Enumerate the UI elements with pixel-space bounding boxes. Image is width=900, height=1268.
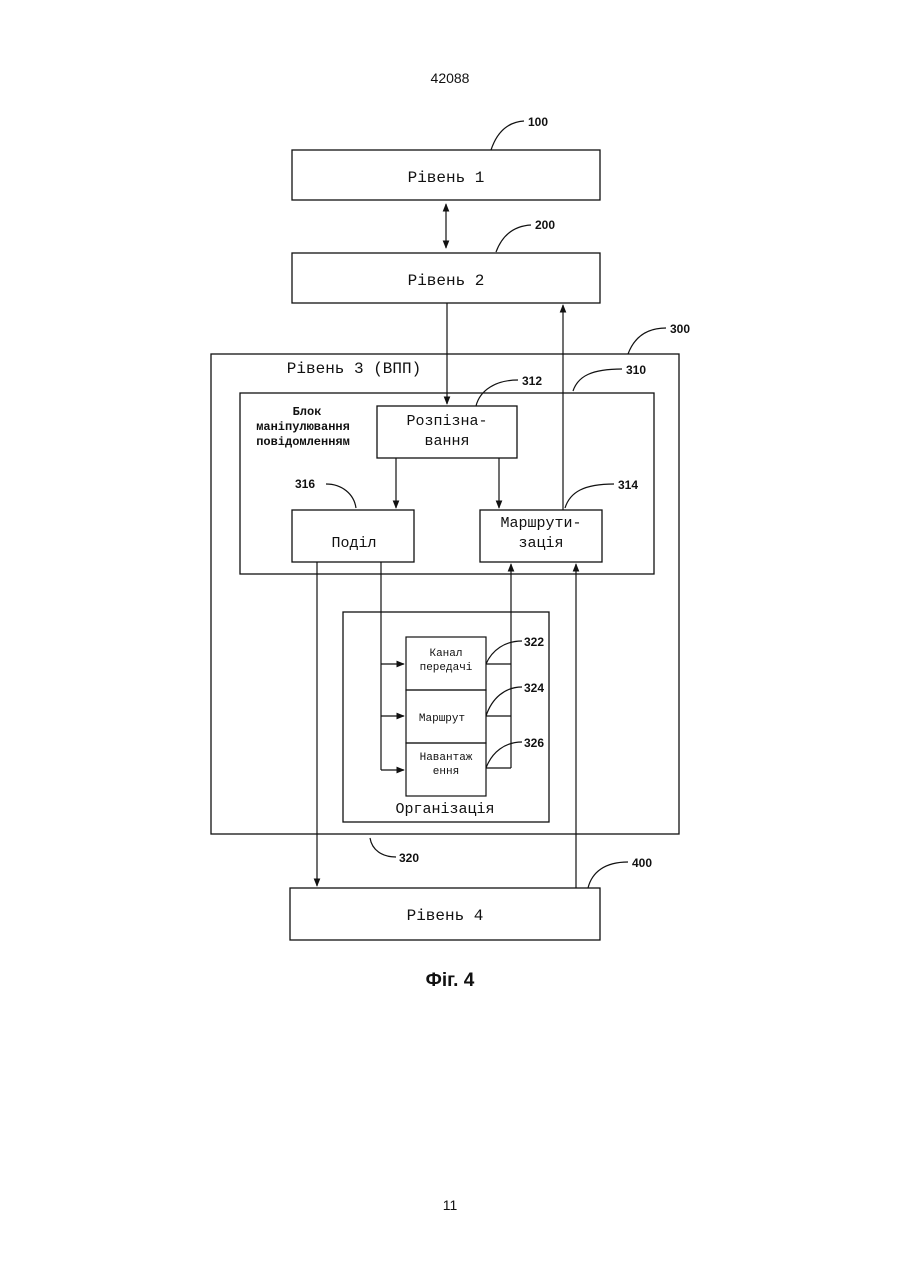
recognition-label-2: вання <box>424 433 469 450</box>
level-3-label: Рівень 3 (ВПП) <box>287 360 421 378</box>
ref-316-label: 316 <box>295 477 315 491</box>
channel-item: Канал передачі <box>406 637 486 690</box>
recognition-block: Розпізна- вання <box>377 406 517 458</box>
route-item: Маршрут <box>406 690 486 743</box>
figure-caption: Фіг. 4 <box>0 970 900 992</box>
load-item-label-1: Навантаж <box>420 752 473 764</box>
ref-312: 312 <box>476 374 542 406</box>
ref-320-label: 320 <box>399 851 419 865</box>
ref-326: 326 <box>486 736 544 768</box>
ref-320: 320 <box>370 838 419 865</box>
ref-100-label: 100 <box>528 115 548 129</box>
ref-400: 400 <box>588 856 652 888</box>
load-item: Навантаж ення <box>406 743 486 796</box>
ref-322: 322 <box>486 635 544 664</box>
ref-200-label: 200 <box>535 218 555 232</box>
level-1-label: Рівень 1 <box>408 169 485 187</box>
ref-314: 314 <box>565 478 638 508</box>
division-label: Поділ <box>331 535 376 552</box>
channel-item-label-2: передачі <box>420 662 473 674</box>
level-2-block: Рівень 2 <box>292 253 600 303</box>
items-to-routing-connector <box>486 564 511 768</box>
recognition-label-1: Розпізна- <box>406 413 487 430</box>
ref-314-label: 314 <box>618 478 638 492</box>
division-to-items-connector <box>381 562 404 770</box>
load-item-label-2: ення <box>433 766 459 778</box>
ref-100: 100 <box>491 115 548 150</box>
level-4-label: Рівень 4 <box>407 907 484 925</box>
ref-300-label: 300 <box>670 322 690 336</box>
level-2-label: Рівень 2 <box>408 272 485 290</box>
routing-label-2: зація <box>518 535 563 552</box>
ref-300: 300 <box>628 322 690 354</box>
level-4-block: Рівень 4 <box>290 888 600 940</box>
page-number: 11 <box>0 1197 900 1213</box>
division-block: Поділ <box>292 510 414 562</box>
channel-item-label-1: Канал <box>429 648 462 660</box>
ref-324-label: 324 <box>524 681 544 695</box>
routing-label-1: Маршрути- <box>500 515 581 532</box>
ref-326-label: 326 <box>524 736 544 750</box>
ref-310-label: 310 <box>626 363 646 377</box>
organization-label: Організація <box>395 801 494 818</box>
message-block-label-2: маніпулювання <box>256 420 350 434</box>
message-block-label-3: повідомленням <box>256 435 350 449</box>
ref-322-label: 322 <box>524 635 544 649</box>
ref-324: 324 <box>486 681 544 716</box>
ref-400-label: 400 <box>632 856 652 870</box>
level-1-block: Рівень 1 <box>292 150 600 200</box>
ref-200: 200 <box>496 218 555 252</box>
ref-316: 316 <box>295 477 356 508</box>
routing-block: Маршрути- зація <box>480 510 602 562</box>
message-block-label-1: Блок <box>293 405 322 419</box>
route-item-label: Маршрут <box>419 713 465 725</box>
ref-312-label: 312 <box>522 374 542 388</box>
ref-310: 310 <box>573 363 646 391</box>
